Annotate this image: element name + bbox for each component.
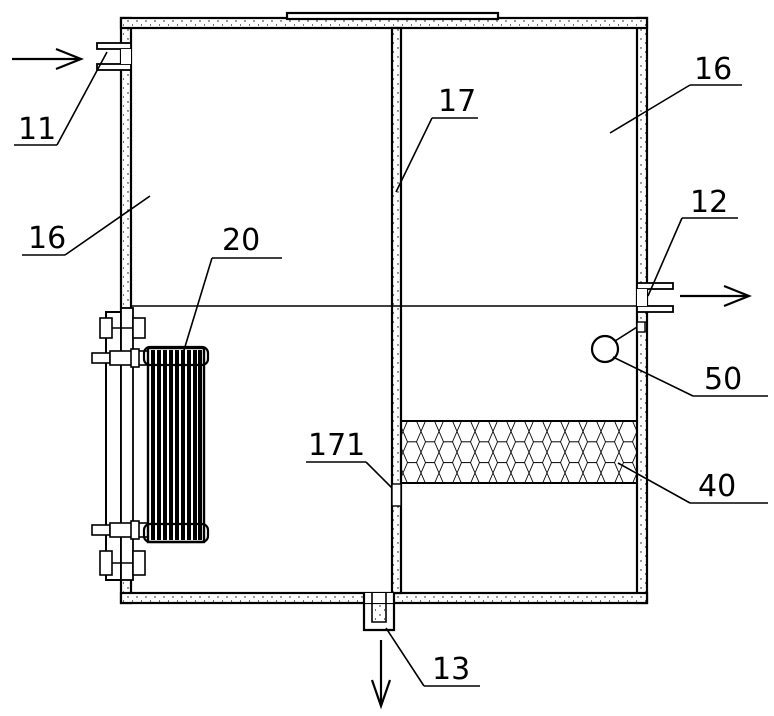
- label-40-text: 40: [698, 469, 736, 504]
- label-40: 40: [617, 462, 768, 504]
- label-20-text: 20: [222, 223, 260, 258]
- label-171: 171: [306, 428, 393, 489]
- label-13-text: 13: [432, 652, 470, 687]
- label-50-text: 50: [704, 362, 742, 397]
- drain-pipe: [362, 593, 396, 710]
- label-16-left-text: 16: [28, 221, 66, 256]
- label-11: 11: [14, 51, 108, 147]
- label-11-text: 11: [18, 112, 56, 147]
- label-12-text: 12: [690, 185, 728, 220]
- inlet-pipe: [12, 42, 132, 71]
- float-sensor: [590, 321, 646, 364]
- label-17: 17: [395, 84, 478, 193]
- label-171-text: 171: [308, 428, 365, 463]
- label-16-left: 16: [22, 195, 151, 256]
- partition-gap: [391, 483, 402, 507]
- label-50: 50: [612, 356, 768, 397]
- label-20: 20: [183, 223, 282, 351]
- label-16-right: 16: [609, 52, 742, 134]
- partition-wall: [390, 26, 403, 595]
- label-12: 12: [647, 185, 738, 297]
- label-16-right-text: 16: [694, 52, 732, 87]
- label-17-text: 17: [438, 84, 476, 119]
- label-13: 13: [385, 627, 480, 687]
- filter-media: [400, 420, 638, 484]
- heater-assembly: [91, 307, 210, 581]
- lid-cap: [285, 11, 500, 21]
- outlet-pipe: [636, 282, 752, 313]
